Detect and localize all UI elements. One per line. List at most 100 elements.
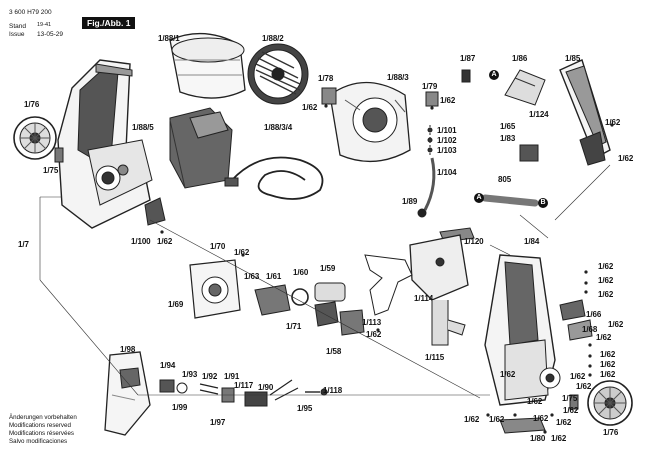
- part-label: 1/62: [500, 370, 516, 379]
- part-label: 1/88/1: [158, 34, 180, 43]
- part-label: 1/80: [530, 434, 546, 443]
- fan-housing-drawing: [169, 32, 246, 99]
- part-label: 1/62: [527, 397, 543, 406]
- part-label: 1/98: [120, 345, 136, 354]
- part-label: 805: [498, 175, 512, 184]
- axle-cap-right-drawing: [569, 394, 579, 410]
- part-label: 1/118: [323, 386, 343, 395]
- part-label: 1/69: [168, 300, 184, 309]
- nozzle-tube-drawing: [417, 125, 436, 218]
- part-label: 1/62: [302, 103, 318, 112]
- part-label: 1/115: [425, 353, 445, 362]
- part-label: 1/62: [556, 418, 572, 427]
- part-label: 1/60: [293, 268, 309, 277]
- blower-drum-drawing: [329, 81, 411, 163]
- left-wheel-drawing: [13, 116, 57, 160]
- marker-a-bottom: A: [474, 193, 484, 203]
- clip-1-79-drawing: [425, 91, 439, 107]
- footer-line-1: Änderungen vorbehalten: [9, 414, 77, 421]
- footer-line-4: Salvo modificaciones: [9, 438, 68, 445]
- motor-cover-drawing: [169, 107, 233, 189]
- part-label: 1/62: [598, 262, 614, 271]
- part-label: 1/65: [500, 122, 516, 131]
- part-label: 1/120: [464, 237, 484, 246]
- part-label: 1/75: [562, 394, 578, 403]
- doc-number: 3 600 H79 200: [9, 9, 52, 16]
- bracket-1-114-drawing: [409, 234, 469, 346]
- part-label: 1/62: [600, 370, 616, 379]
- power-cord-drawing: [224, 156, 324, 200]
- part-label: 1/88/5: [132, 123, 154, 132]
- part-label: 1/101: [437, 126, 457, 135]
- bracket-1-113-drawing: [364, 254, 413, 316]
- part-label: 1/99: [172, 403, 188, 412]
- part-label: 1/62: [551, 434, 567, 443]
- nozzle-drawing: [504, 69, 546, 106]
- marker-b: B: [538, 198, 548, 208]
- part-label: 1/63: [244, 272, 260, 281]
- part-label: 1/113: [362, 318, 382, 327]
- part-label: 1/88/2: [262, 34, 284, 43]
- part-label: 1/59: [320, 264, 336, 273]
- part-label: 1/102: [437, 136, 457, 145]
- part-label: 1/100: [131, 237, 151, 246]
- part-label: 1/92: [202, 372, 218, 381]
- part-label: 1/86: [512, 54, 528, 63]
- part-label: 1/62: [618, 154, 634, 163]
- part-label: 1/62: [533, 414, 549, 423]
- part-label: 1/62: [440, 96, 456, 105]
- part-label: 1/68: [582, 325, 598, 334]
- part-1-68-drawing: [559, 299, 586, 321]
- part-label: 1/62: [605, 118, 621, 127]
- part-label: 1/62: [570, 372, 586, 381]
- right-wheel-drawing: [587, 380, 633, 426]
- part-label: 1/62: [157, 237, 173, 246]
- part-label: 1/117: [234, 381, 254, 390]
- stand-value: 19-41: [37, 22, 52, 28]
- part-label: 1/97: [210, 418, 226, 427]
- part-label: 1/71: [286, 322, 302, 331]
- switch-drawing: [519, 144, 539, 162]
- part-label: 1/75: [43, 166, 59, 175]
- part-label: 1/62: [608, 320, 624, 329]
- part-label: 1/85: [565, 54, 581, 63]
- part-label: 1/70: [210, 242, 226, 251]
- part-label: 1/62: [234, 248, 250, 257]
- part-label: 1/93: [182, 370, 198, 379]
- part-label: 1/62: [600, 350, 616, 359]
- issue-label: Issue: [9, 31, 25, 38]
- footer-line-2: Modifications reserved: [9, 422, 71, 429]
- stand-label: Stand: [9, 23, 26, 30]
- part-1-66-drawing: [567, 319, 593, 341]
- hose-805-drawing: [481, 194, 539, 207]
- part-label: 1/103: [437, 146, 457, 155]
- part-label: 1/83: [500, 134, 516, 143]
- part-label: 1/91: [224, 372, 240, 381]
- issue-value: 13-05-29: [37, 31, 64, 38]
- part-label: 1/62: [600, 360, 616, 369]
- handle-drawing: [559, 59, 611, 166]
- part-label: 1/7: [18, 240, 29, 249]
- part-label: 1/89: [402, 197, 418, 206]
- part-label: 1/62: [563, 406, 579, 415]
- fan-wheel-drawing: [247, 43, 309, 105]
- part-label: 1/76: [24, 100, 40, 109]
- bottom-cover-drawing: [144, 197, 166, 226]
- part-label: 1/79: [422, 82, 438, 91]
- part-label: 1/94: [160, 361, 176, 370]
- motor-assembly-drawing: [189, 259, 365, 336]
- right-housing-drawing: [484, 254, 561, 406]
- skid-drawing: [499, 417, 546, 434]
- marker-a-top: A: [489, 70, 499, 80]
- part-label: 1/62: [598, 290, 614, 299]
- part-label: 1/88/3: [387, 73, 409, 82]
- part-label: 1/114: [414, 294, 434, 303]
- part-label: 1/104: [437, 168, 457, 177]
- clip-1-78-drawing: [321, 87, 337, 105]
- part-label: 1/76: [603, 428, 619, 437]
- part-label: 1/62: [598, 276, 614, 285]
- axle-cap-drawing: [54, 147, 64, 163]
- part-label: 1/62: [576, 382, 592, 391]
